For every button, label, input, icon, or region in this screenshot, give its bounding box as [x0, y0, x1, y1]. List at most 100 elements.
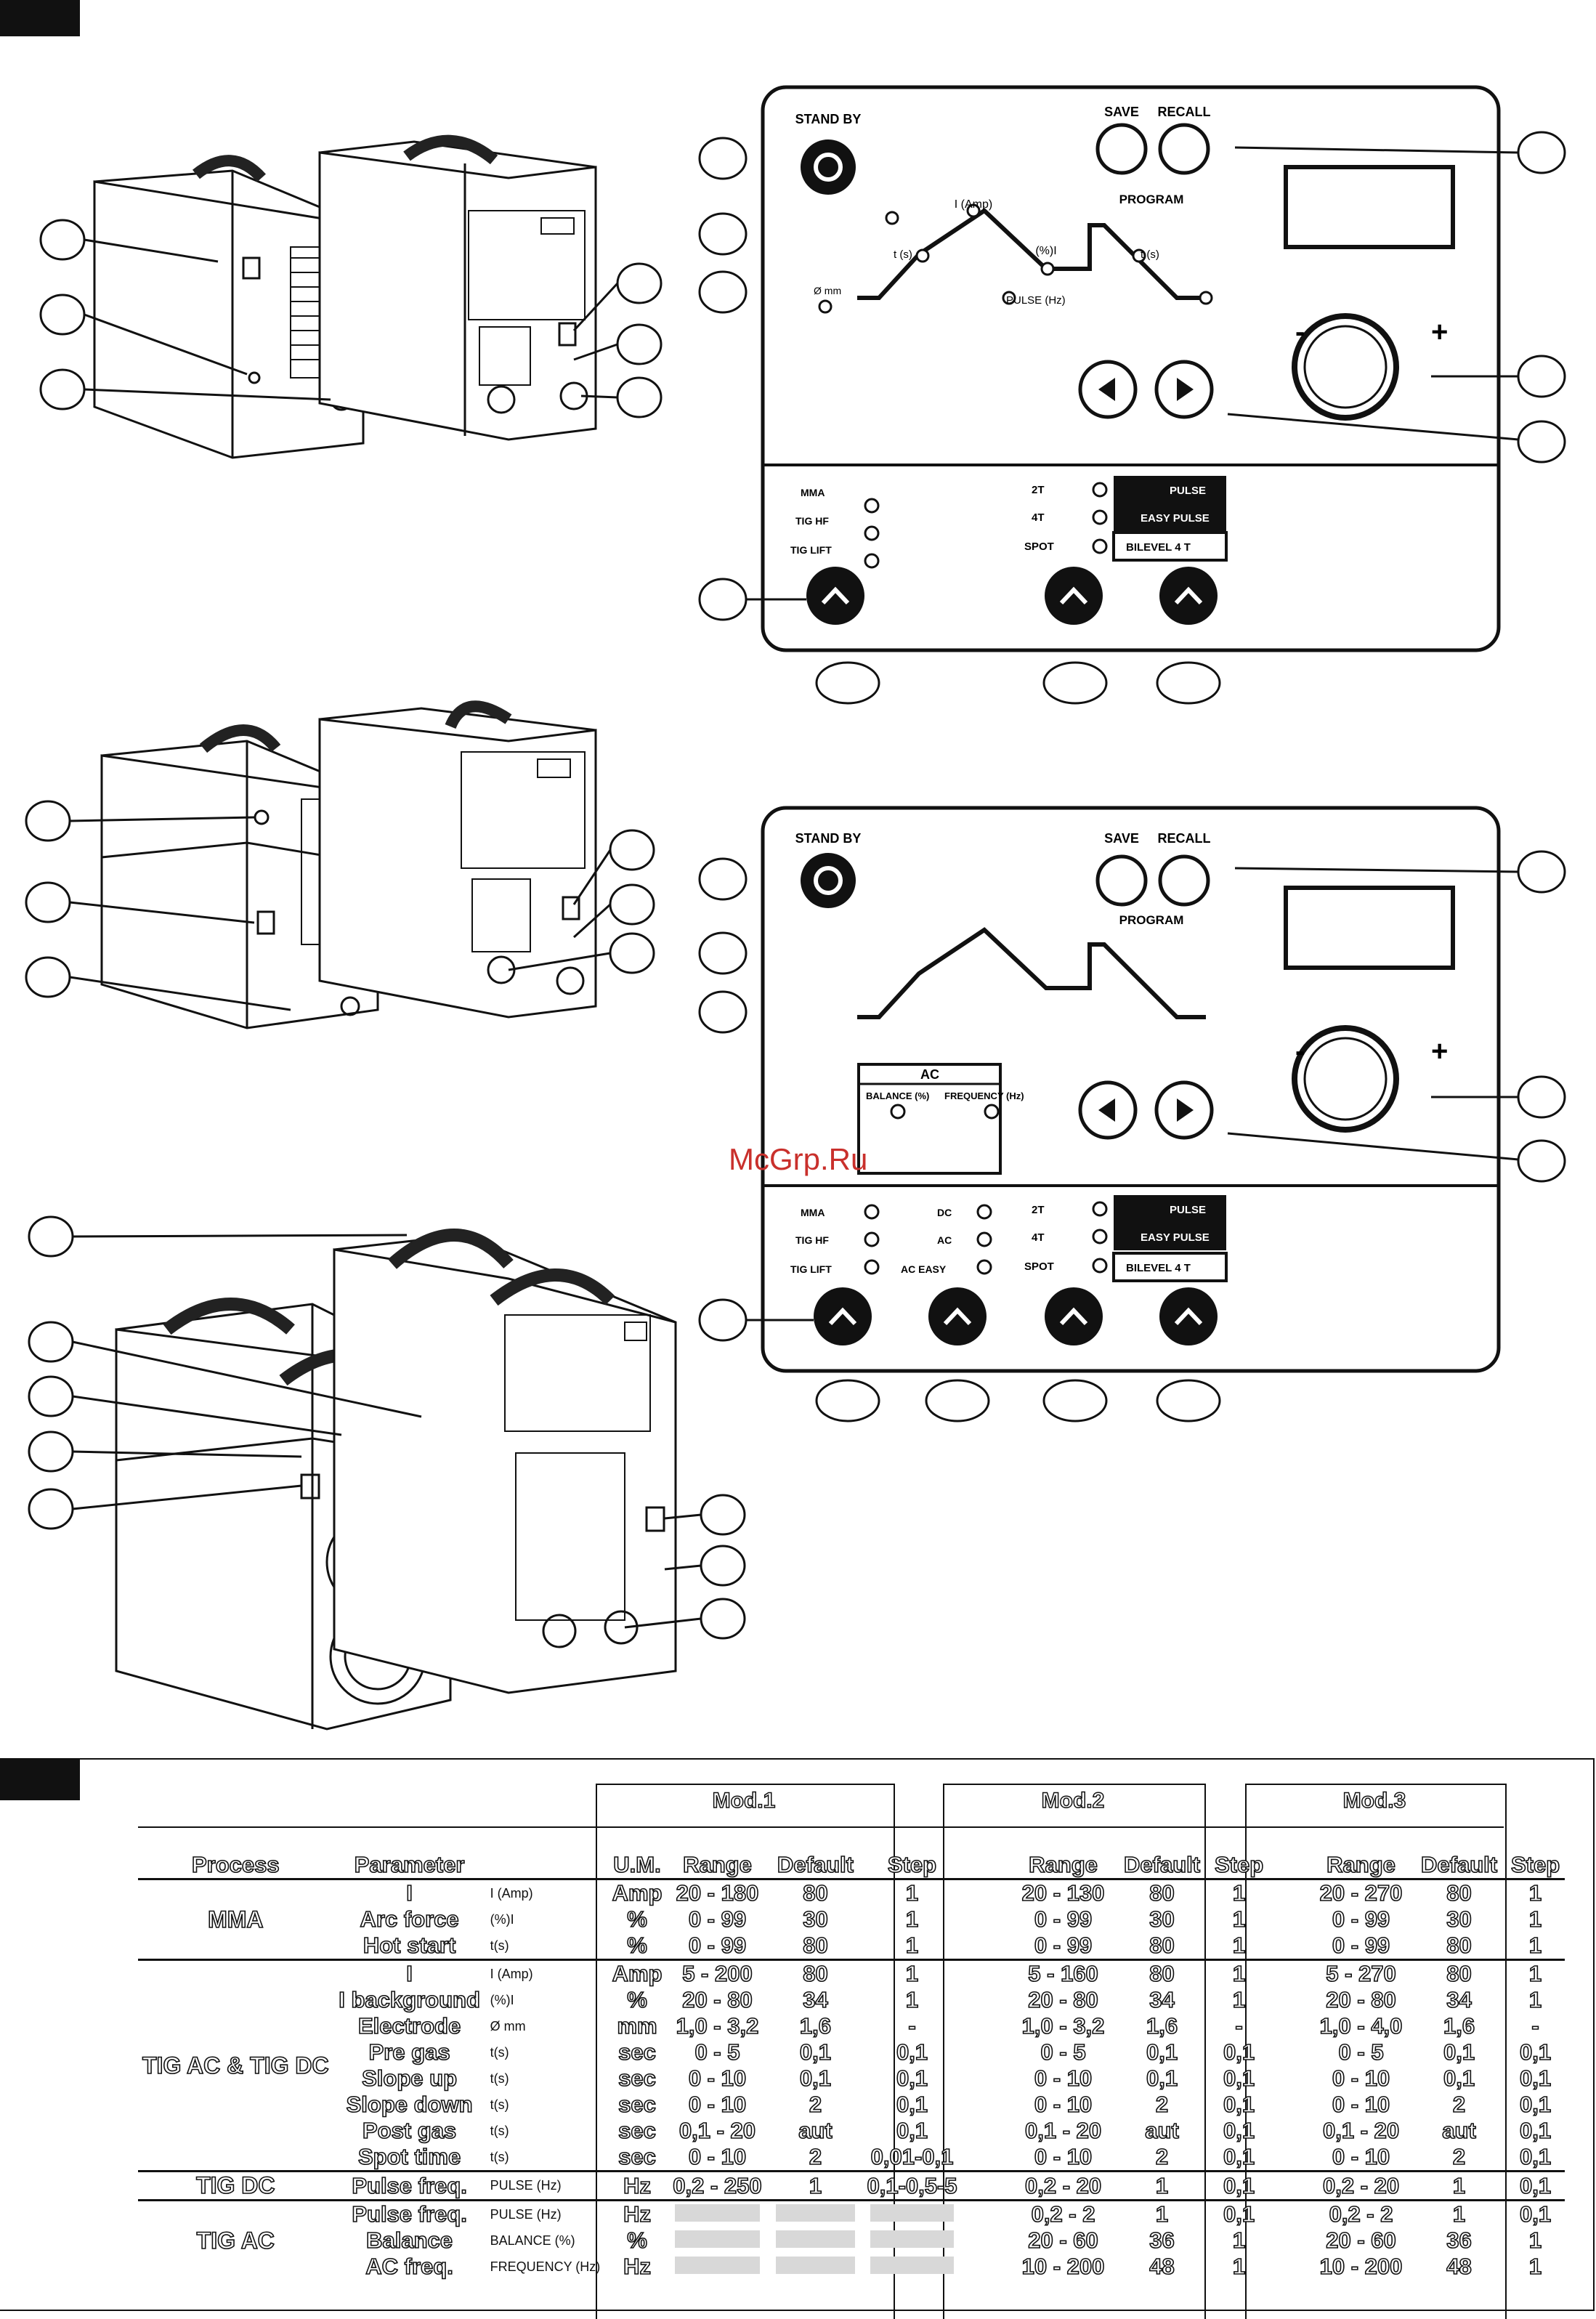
gap-cell: [962, 2144, 1013, 2172]
unit-cell: %: [626, 1932, 647, 1959]
empty-cell: [862, 2199, 962, 2227]
gap-cell: [962, 2254, 1013, 2280]
svg-text:(%)I: (%)I: [1035, 245, 1056, 257]
m2-value-cell: aut: [1144, 2117, 1179, 2144]
gap-cell: [1268, 2092, 1311, 2118]
m2-value-cell: 0 - 10: [1034, 2065, 1093, 2092]
unit-cell: sec: [617, 2039, 656, 2065]
svg-text:STAND BY: STAND BY: [795, 831, 862, 846]
m3-value-cell: 48: [1446, 2253, 1472, 2280]
m3-value-cell: 0,1: [1443, 2039, 1475, 2065]
empty-cell: [862, 2227, 961, 2254]
m2-value-cell: 5 - 160: [1012, 1959, 1114, 1987]
parameter-icon: Ø mm: [490, 2018, 526, 2033]
section-tag-table: [0, 1758, 80, 1800]
svg-text:PULSE (Hz): PULSE (Hz): [1006, 294, 1066, 307]
header-cell: [962, 1849, 1013, 1879]
m3-value-cell: 1: [1528, 1906, 1542, 1932]
machine-front-3: [333, 1229, 677, 1694]
svg-text:I (Amp): I (Amp): [955, 198, 992, 211]
empty-cell: [666, 2199, 769, 2227]
svg-text:MMA: MMA: [801, 487, 825, 498]
m3-value-cell: 80: [1446, 1932, 1472, 1959]
svg-text:TIG LIFT: TIG LIFT: [790, 544, 832, 556]
gap-cell: [1268, 2254, 1311, 2280]
m3-value-cell: 0 - 5: [1338, 2039, 1385, 2065]
svg-text:BALANCE (%): BALANCE (%): [866, 1090, 929, 1101]
svg-text:RECALL: RECALL: [1158, 831, 1211, 846]
shaded-placeholder: [776, 2257, 855, 2274]
parameter-cell: Hot start: [362, 1932, 456, 1959]
svg-text:PULSE: PULSE: [1170, 1204, 1206, 1216]
m2-value-cell: 1: [1210, 1878, 1268, 1906]
svg-text:4T: 4T: [1032, 1231, 1045, 1244]
parameter-icon: PULSE (Hz): [485, 2170, 608, 2201]
mod3-box: [1245, 1784, 1507, 2319]
m1-value-cell: 0 - 10: [688, 2065, 747, 2092]
svg-text:AC: AC: [937, 1234, 952, 1246]
empty-cell: [768, 2227, 862, 2254]
m2-value-cell: 48: [1149, 2253, 1175, 2280]
unit-cell: sec: [617, 2143, 656, 2170]
m1-value-cell: 1: [905, 1906, 919, 1932]
mod2-box: [943, 1784, 1206, 2319]
process-cell: TIG AC: [138, 2199, 333, 2280]
m1-value-cell: 0,2 - 250: [666, 2170, 769, 2201]
m3-value-cell: 1: [1528, 2227, 1542, 2254]
parameter-cell: Arc force: [360, 1906, 460, 1932]
m3-value-cell: 20 - 80: [1325, 1986, 1396, 2013]
svg-text:4T: 4T: [1032, 511, 1045, 524]
m3-value-cell: 0 - 99: [1332, 1906, 1390, 1932]
svg-text:AC: AC: [920, 1067, 939, 1082]
header-cell: Range: [682, 1851, 752, 1878]
m3-value-cell: aut: [1441, 2117, 1476, 2144]
m1-value-cell: 0,1: [896, 2039, 928, 2065]
m1-value-cell: 1: [862, 1959, 962, 1987]
m3-value-cell: -: [1531, 2012, 1540, 2039]
parameter-icon: t(s): [490, 1938, 509, 1953]
m3-value-cell: 0,1 - 20: [1322, 2117, 1400, 2144]
m1-value-cell: aut: [798, 2117, 833, 2144]
svg-text:SAVE: SAVE: [1104, 105, 1139, 119]
gap-cell: [1268, 2013, 1311, 2039]
m1-value-cell: -: [908, 2012, 917, 2039]
unit-cell: Hz: [623, 2253, 651, 2280]
m2-value-cell: 80: [1149, 1932, 1175, 1959]
m2-value-cell: 0,1: [1223, 2117, 1255, 2144]
svg-text:MMA: MMA: [801, 1207, 825, 1218]
control-panel-2: STAND BY SAVE RECALL PROGRAM AC BALANCE …: [761, 806, 1501, 1373]
gap-cell: [961, 2199, 1013, 2227]
parameter-cell: Spot time: [357, 2143, 461, 2170]
m2-value-cell: 0,1: [1223, 2065, 1255, 2092]
process-cell: MMA: [138, 1878, 333, 1960]
m3-value-cell: 1: [1528, 1932, 1542, 1959]
m3-value-cell: 2: [1452, 2091, 1466, 2118]
header-cell: [1268, 1849, 1311, 1879]
m3-value-cell: 0,1: [1519, 2065, 1552, 2092]
m1-value-cell: 5 - 200: [666, 1959, 769, 1987]
parameter-icon: (%)I: [490, 1911, 514, 1927]
parameter-icon: I (Amp): [485, 1878, 608, 1906]
gap-cell: [1268, 2039, 1311, 2065]
standby-label-1: STAND BY: [795, 112, 862, 126]
parameter-icon: I (Amp): [485, 1959, 608, 1987]
header-cell: Default: [1420, 1851, 1498, 1878]
svg-text:EASY PULSE: EASY PULSE: [1141, 512, 1210, 525]
m1-value-cell: 2: [809, 2091, 822, 2118]
header-cell: [486, 1849, 608, 1879]
mod2-title: Mod.2: [1041, 1788, 1105, 1813]
m3-value-cell: 0,1: [1519, 2039, 1552, 2065]
m1-value-cell: 0,1: [896, 2065, 928, 2092]
header-cell: Step: [1510, 1851, 1560, 1878]
m3-value-cell: 1: [1528, 1986, 1542, 2013]
svg-text:AC EASY: AC EASY: [901, 1263, 947, 1275]
machine-front-1: [318, 134, 597, 441]
m2-value-cell: 1: [1232, 1932, 1246, 1959]
m3-value-cell: 10 - 200: [1319, 2253, 1403, 2280]
